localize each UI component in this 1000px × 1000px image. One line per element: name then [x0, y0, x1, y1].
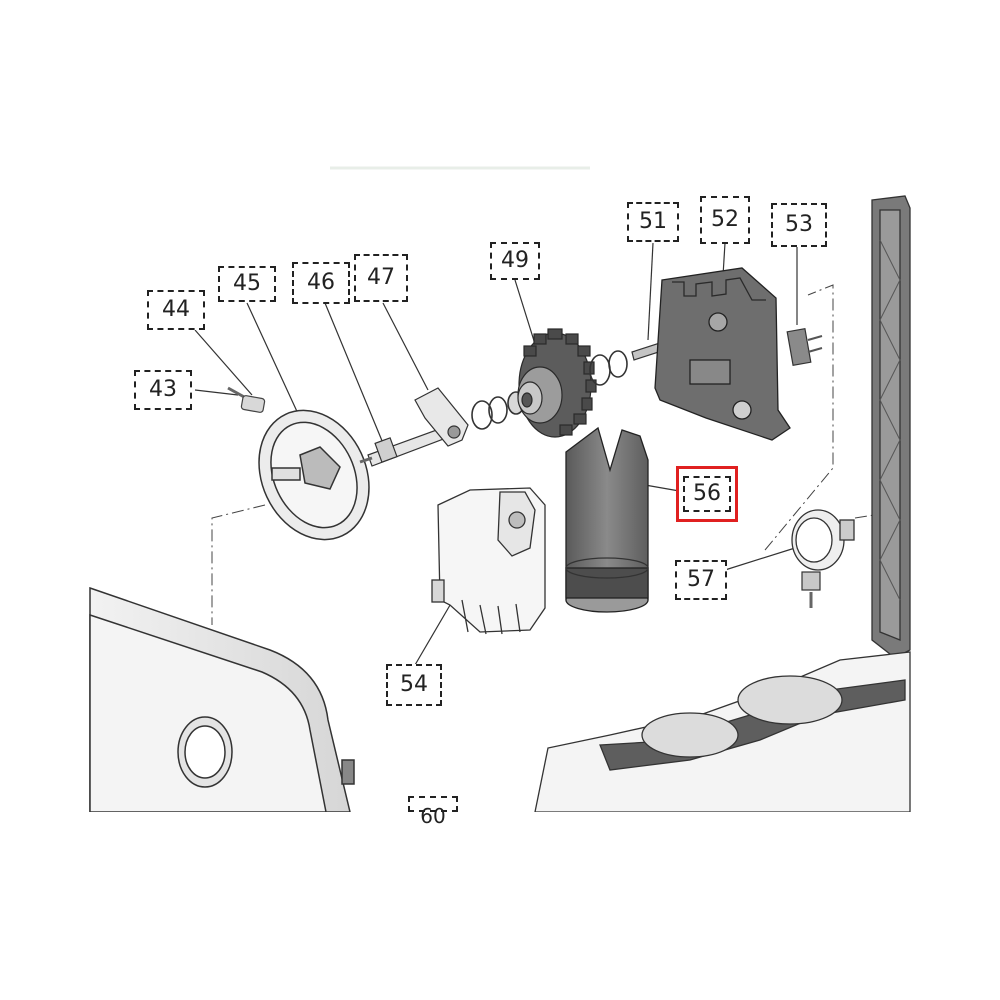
- callout-56-label: 56: [683, 476, 731, 512]
- part-43-screw: [227, 386, 266, 413]
- part-53-connector: [786, 328, 823, 366]
- part-49-gear: [517, 328, 597, 438]
- bottom-margin: [0, 812, 1000, 1000]
- callout-49[interactable]: 49: [490, 242, 540, 280]
- callout-56-highlighted[interactable]: 56: [676, 466, 738, 522]
- callout-47[interactable]: 47: [354, 254, 408, 302]
- part-54-housing: [431, 487, 546, 635]
- callout-54[interactable]: 54: [386, 664, 442, 706]
- part-52-bracket: [654, 267, 791, 441]
- callout-57[interactable]: 57: [675, 560, 727, 600]
- part-47-lever: [414, 387, 469, 447]
- part-washers-right: [589, 350, 628, 386]
- part-57-ring: [791, 509, 855, 571]
- callout-60[interactable]: 60: [408, 796, 458, 826]
- part-57-screw: [801, 571, 821, 608]
- part-tray: [534, 651, 911, 813]
- part-washers-left: [471, 391, 525, 430]
- callout-52[interactable]: 52: [700, 196, 750, 244]
- callout-43[interactable]: 43: [134, 370, 192, 410]
- callout-44[interactable]: 44: [147, 290, 205, 330]
- part-panel: [89, 586, 355, 813]
- callout-51[interactable]: 51: [627, 202, 679, 242]
- callout-53[interactable]: 53: [771, 203, 827, 247]
- callout-45[interactable]: 45: [218, 266, 276, 302]
- part-56-sleeve: [565, 426, 649, 613]
- part-frame-right: [871, 195, 911, 659]
- part-46-shaft: [359, 427, 447, 467]
- leader-lines: [194, 242, 798, 666]
- part-45-drum: [258, 409, 370, 541]
- callout-46[interactable]: 46: [292, 262, 350, 304]
